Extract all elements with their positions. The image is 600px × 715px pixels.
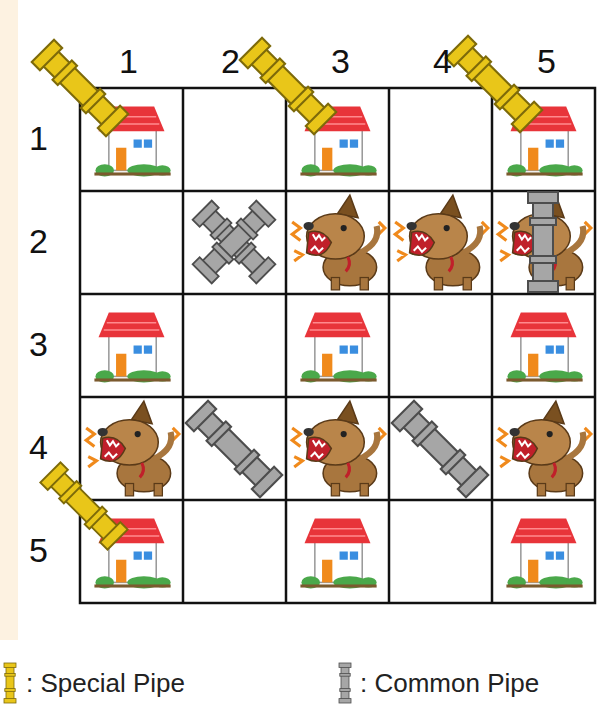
column-number: 4 xyxy=(431,43,454,80)
special-pipes xyxy=(32,36,543,550)
dog-icons xyxy=(86,195,591,496)
row-number: 5 xyxy=(27,532,50,569)
grid xyxy=(80,88,595,603)
column-number: 3 xyxy=(329,43,352,80)
column-number: 5 xyxy=(535,43,558,80)
common-pipes xyxy=(186,192,558,497)
side-strip xyxy=(0,0,18,640)
row-number: 1 xyxy=(27,120,50,157)
row-number: 4 xyxy=(27,429,50,466)
legend-samples xyxy=(4,663,351,703)
row-number: 2 xyxy=(27,223,50,260)
legend-text: : Special Pipe xyxy=(26,669,185,698)
house-icons xyxy=(94,107,582,589)
row-number: 3 xyxy=(27,326,50,363)
legend-text: : Common Pipe xyxy=(360,669,539,698)
column-number: 1 xyxy=(117,43,140,80)
column-number: 2 xyxy=(219,43,242,80)
